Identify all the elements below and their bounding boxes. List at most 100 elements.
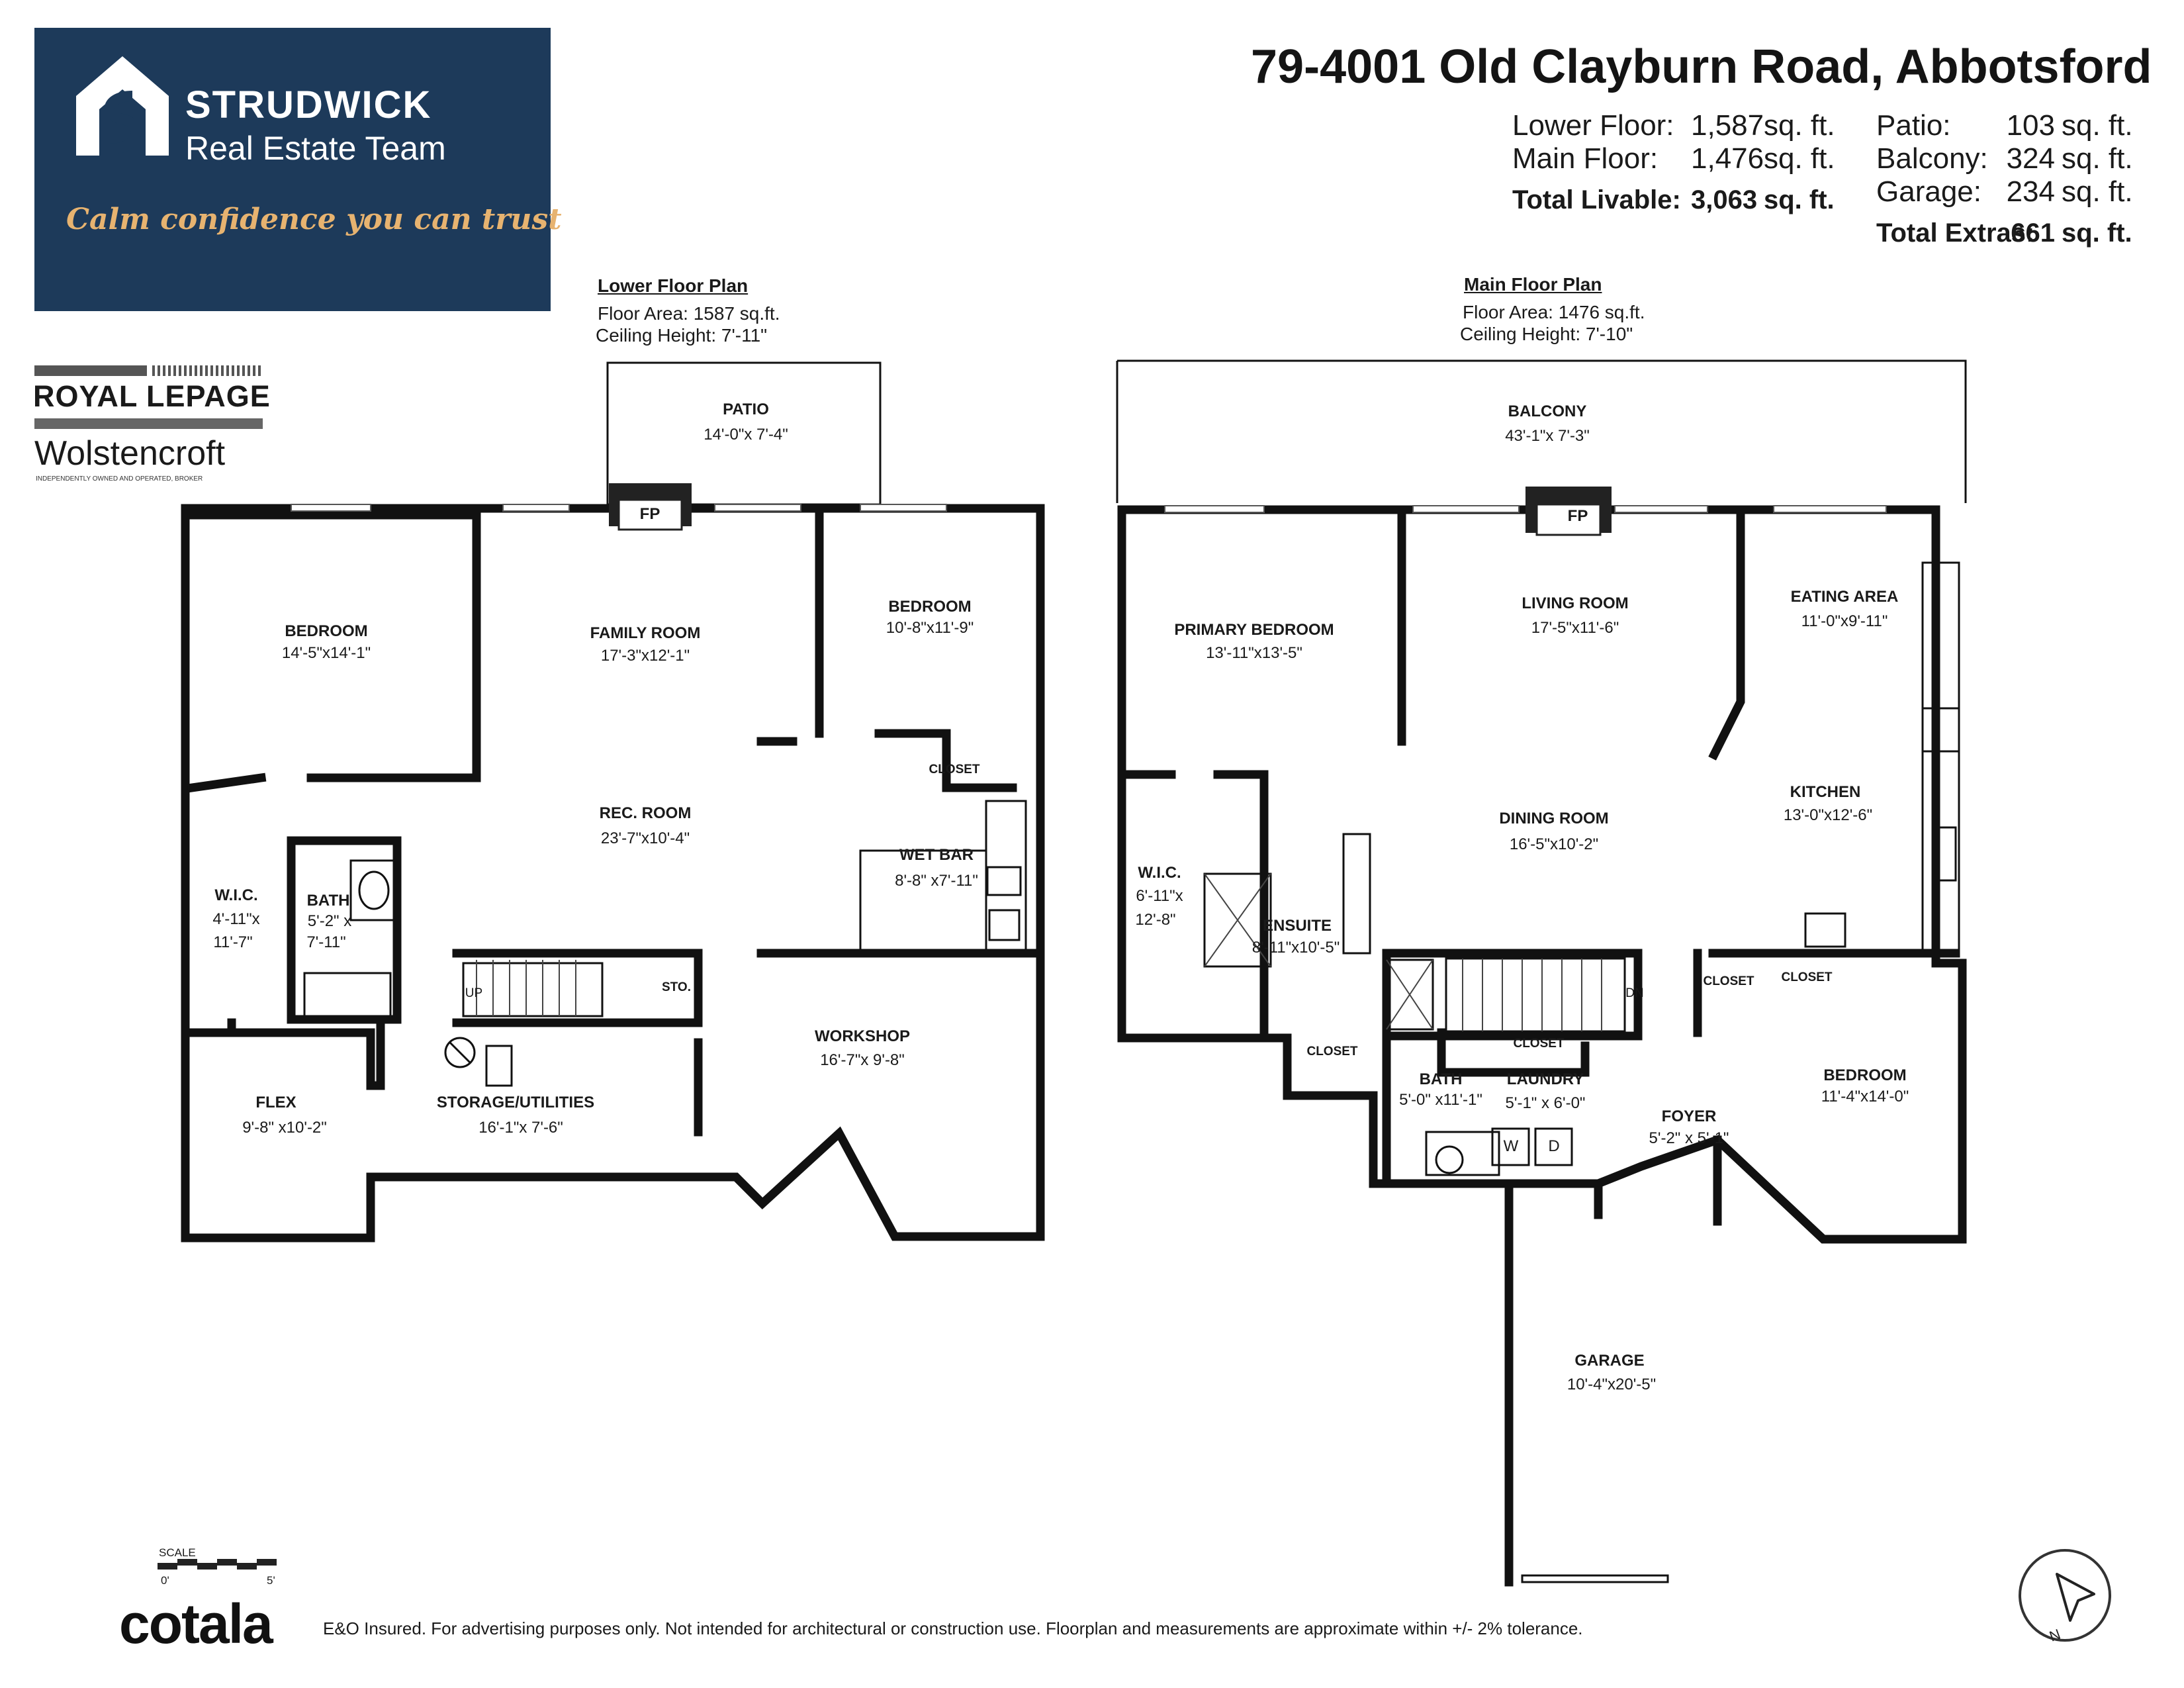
- dryer-label: D: [1548, 1137, 1560, 1155]
- brokerage-note: INDEPENDENTLY OWNED AND OPERATED, BROKER: [36, 475, 203, 483]
- lower-closet-label: CLOSET: [929, 763, 980, 776]
- patio-label: Patio:: [1876, 109, 1951, 142]
- family-room-name: FAMILY ROOM: [590, 624, 701, 642]
- main-floor-label: Main Floor:: [1512, 142, 1659, 175]
- total-extras-label: Total Extras:: [1876, 218, 2035, 248]
- lower-floor-unit: sq. ft.: [1764, 109, 1835, 142]
- rec-room-name: REC. ROOM: [599, 804, 692, 822]
- lower-bedroom-right-dims: 10'-8"x11'-9": [886, 619, 974, 637]
- main-floor-value: 1,476: [1691, 142, 1764, 175]
- ensuite-dims: 8'-11"x10'-5": [1251, 939, 1340, 957]
- main-fireplace-label: FP: [1567, 507, 1588, 525]
- brokerage-name: ROYAL LEPAGE: [33, 379, 271, 413]
- storage-sto-label: STO.: [662, 980, 691, 994]
- main-bedroom-dims: 11'-4"x14'-0": [1821, 1088, 1909, 1105]
- scale-min: 0': [161, 1574, 169, 1587]
- cotala-logo: cotala: [119, 1593, 273, 1655]
- balcony-name: BALCONY: [1508, 402, 1587, 420]
- laundry-closet-label: CLOSET: [1513, 1037, 1565, 1051]
- main-wic-dims: 6'-11"x: [1136, 887, 1183, 905]
- ensuite-name: ENSUITE: [1262, 917, 1332, 935]
- brokerage-bars-icon: [34, 365, 261, 376]
- main-wic-dims-2: 12'-8": [1135, 911, 1176, 929]
- eating-area-dims: 11'-0"x9'-11": [1801, 612, 1888, 630]
- lower-floor-label: Lower Floor:: [1512, 109, 1674, 142]
- main-plan-ceiling: Ceiling Height: 7'-10": [1460, 324, 1633, 344]
- washer-label: W: [1503, 1137, 1519, 1155]
- foyer-dims: 5'-2" x 5'-1": [1649, 1129, 1729, 1147]
- rec-room-dims: 23'-7"x10'-4": [600, 829, 690, 847]
- lower-fireplace-label: FP: [639, 505, 660, 523]
- total-livable-unit: sq. ft.: [1764, 185, 1835, 214]
- balcony-label: Balcony:: [1876, 142, 1988, 175]
- hall-closet-text: CLOSET: [1703, 974, 1754, 988]
- stairs-up-label: UP: [465, 986, 483, 1000]
- lower-plan-area: Floor Area: 1587 sq.ft.: [598, 303, 780, 324]
- total-livable-value: 3,063: [1691, 185, 1758, 214]
- brand-name: STRUDWICK: [185, 83, 432, 126]
- lower-bedroom-left-name: BEDROOM: [285, 622, 368, 640]
- main-plan-area: Floor Area: 1476 sq.ft.: [1463, 302, 1645, 322]
- kitchen-name: KITCHEN: [1790, 783, 1861, 801]
- brand-tagline: Calm confidence you can trust: [66, 203, 562, 236]
- main-bath-name: BATH: [1419, 1070, 1463, 1088]
- lower-wic-dims-2: 11'-7": [213, 933, 253, 951]
- north-arrow-icon: N: [2019, 1549, 2111, 1645]
- primary-bedroom-dims: 13'-11"x13'-5": [1206, 644, 1302, 662]
- main-plan-title: Main Floor Plan: [1464, 274, 1602, 295]
- main-wic-name: W.I.C.: [1138, 864, 1181, 882]
- scale-bar-icon: [158, 1559, 277, 1570]
- wet-bar-dims: 8'-8" x7'-11": [895, 872, 978, 890]
- scale-max: 5': [267, 1574, 275, 1587]
- main-floor-fixtures: [1164, 487, 1960, 1583]
- main-bath-dims: 5'-0" x11'-1": [1399, 1091, 1482, 1109]
- garage-name: GARAGE: [1574, 1352, 1645, 1370]
- ensuite-closet-label: CLOSET: [1306, 1045, 1358, 1058]
- storage-utilities-name: STORAGE/UTILITIES: [436, 1094, 595, 1111]
- balcony-dims: 43'-1"x 7'-3": [1505, 427, 1590, 445]
- total-extras-unit: sq. ft.: [2062, 218, 2132, 248]
- balcony-value: 324: [2006, 142, 2055, 175]
- house-logo-icon: [76, 56, 169, 156]
- total-livable-label: Total Livable:: [1512, 185, 1681, 214]
- stairs-down-label: DN: [1625, 986, 1644, 1000]
- dining-room-dims: 16'-5"x10'-2": [1509, 835, 1599, 853]
- patio-unit: sq. ft.: [2062, 109, 2133, 142]
- dining-room-name: DINING ROOM: [1499, 810, 1609, 827]
- property-address: 79-4001 Old Clayburn Road, Abbotsford: [1251, 40, 2152, 93]
- garage-dims: 10'-4"x20'-5": [1567, 1376, 1657, 1393]
- garage-label: Garage:: [1876, 175, 1981, 208]
- kitchen-dims: 13'-0"x12'-6": [1783, 806, 1873, 824]
- total-extras-value: 661: [2011, 218, 2055, 248]
- bedroom-closet-label: CLOSET: [1781, 970, 1833, 984]
- disclaimer-text: E&O Insured. For advertising purposes on…: [323, 1618, 1583, 1638]
- main-floor-walls: [1116, 359, 1967, 1587]
- brokerage-office: Wolstencroft: [34, 434, 226, 473]
- lower-plan-title: Lower Floor Plan: [598, 275, 749, 296]
- lower-floor-value: 1,587: [1691, 109, 1764, 142]
- laundry-name: LAUNDRY: [1506, 1070, 1584, 1088]
- scale-label: SCALE: [159, 1546, 196, 1559]
- main-floor-unit: sq. ft.: [1764, 142, 1835, 175]
- lower-wic-dims: 4'-11"x: [212, 910, 260, 928]
- hall-closet-label: CLOSET: [1703, 974, 1754, 989]
- flex-dims: 9'-8" x10'-2": [242, 1119, 327, 1137]
- lower-bath-dims: 5'-2" x: [307, 912, 352, 930]
- garage-value: 234: [2006, 175, 2055, 208]
- lower-bath-dims-2: 7'-11": [306, 933, 346, 951]
- brand-subtitle: Real Estate Team: [185, 130, 446, 167]
- lower-bedroom-left-dims: 14'-5"x14'-1": [281, 644, 371, 662]
- workshop-dims: 16'-7"x 9'-8": [820, 1051, 905, 1069]
- garage-unit: sq. ft.: [2062, 175, 2133, 208]
- workshop-name: WORKSHOP: [815, 1027, 910, 1045]
- wet-bar-name: WET BAR: [899, 846, 974, 864]
- lower-patio-dims: 14'-0"x 7'-4": [704, 426, 788, 444]
- living-room-dims: 17'-5"x11'-6": [1531, 619, 1619, 637]
- living-room-name: LIVING ROOM: [1522, 594, 1629, 612]
- lower-patio-name: PATIO: [723, 400, 769, 418]
- storage-utilities-dims: 16'-1"x 7'-6": [478, 1119, 563, 1137]
- flex-name: FLEX: [255, 1094, 296, 1111]
- laundry-dims: 5'-1" x 6'-0": [1505, 1094, 1586, 1112]
- family-room-dims: 17'-3"x12'-1": [600, 647, 690, 665]
